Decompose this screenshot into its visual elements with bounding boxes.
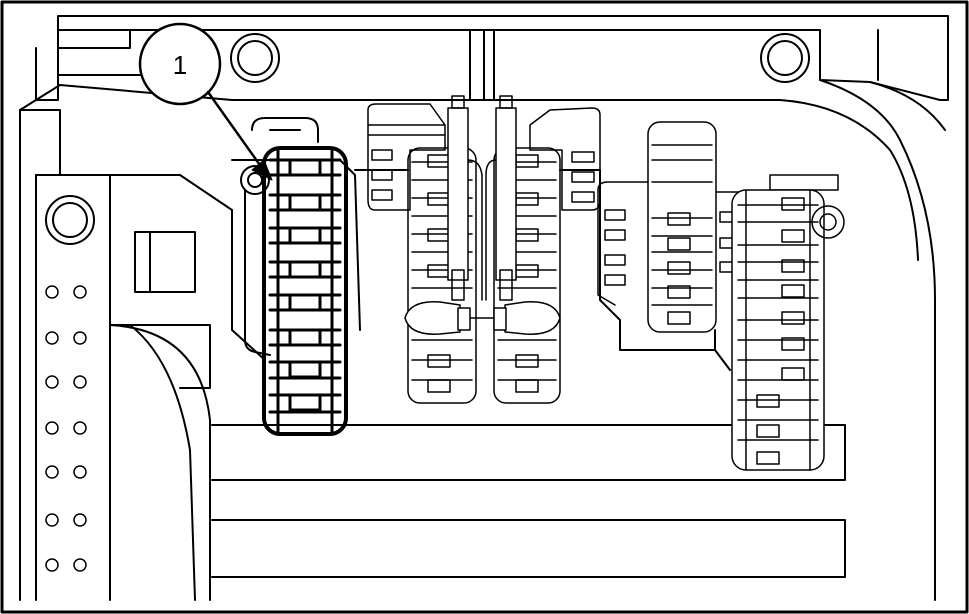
callout-circle	[138, 22, 222, 106]
left-pedal-highlighted	[240, 117, 348, 436]
callout-leader-line	[206, 90, 264, 170]
callout-arrowhead	[251, 159, 273, 181]
callout-1: 1	[138, 22, 273, 181]
highlighted-pedal-pad	[262, 146, 348, 436]
vent-holes	[45, 285, 87, 572]
right-pedal-group	[597, 121, 845, 471]
callout-number: 1	[173, 50, 187, 80]
pedal-ribs	[268, 146, 342, 436]
twin-brake-pedals	[367, 95, 601, 404]
